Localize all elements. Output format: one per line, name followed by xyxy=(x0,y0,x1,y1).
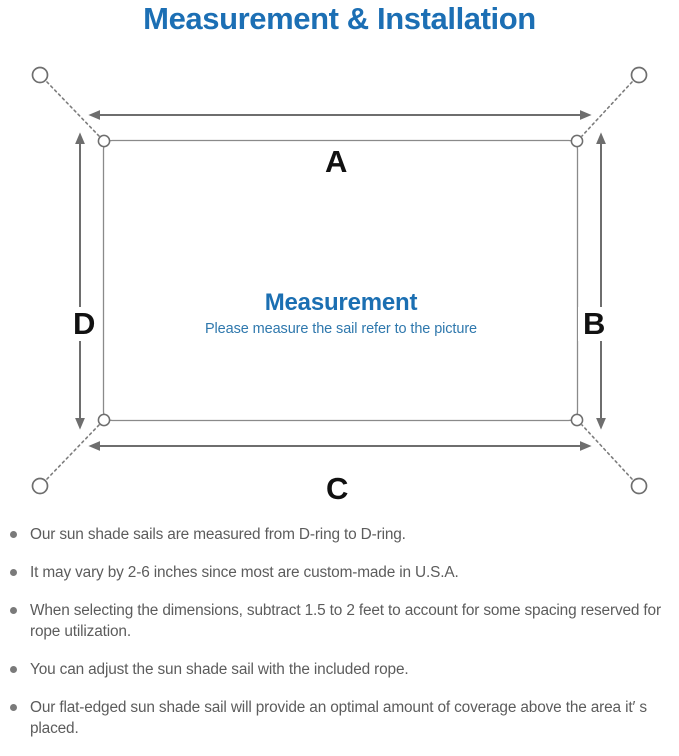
diagram-svg xyxy=(31,66,648,495)
bullet-icon xyxy=(10,569,17,576)
d-ring-bottom-left xyxy=(97,413,111,427)
rope-line-bottom-right xyxy=(581,424,633,480)
dimension-label-b: B xyxy=(578,307,611,341)
bullet-icon xyxy=(10,531,17,538)
dimension-label-c: C xyxy=(321,472,354,506)
bullet-icon xyxy=(10,704,17,711)
rope-line-top-right xyxy=(581,81,633,137)
list-item: When selecting the dimensions, subtract … xyxy=(0,600,679,642)
rope-lines xyxy=(46,81,633,480)
anchor-point-bottom-left xyxy=(31,477,49,495)
list-item: It may vary by 2-6 inches since most are… xyxy=(0,562,679,583)
note-text: It may vary by 2-6 inches since most are… xyxy=(30,564,459,581)
rope-line-bottom-left xyxy=(46,424,100,480)
anchor-point-top-right xyxy=(630,66,648,84)
measurement-diagram: A B C D Measurement Please measure the s… xyxy=(0,48,679,518)
note-text: Our flat-edged sun shade sail will provi… xyxy=(30,699,647,737)
dimension-label-d: D xyxy=(68,307,101,341)
anchor-points xyxy=(31,66,648,495)
bullet-icon xyxy=(10,666,17,673)
anchor-point-bottom-right xyxy=(630,477,648,495)
note-text: Our sun shade sails are measured from D-… xyxy=(30,526,406,543)
list-item: Our sun shade sails are measured from D-… xyxy=(0,524,679,545)
page-title: Measurement & Installation xyxy=(143,1,536,36)
anchor-point-top-left xyxy=(31,66,49,84)
d-ring-bottom-right xyxy=(570,413,584,427)
note-text: You can adjust the sun shade sail with t… xyxy=(30,661,409,678)
note-text: When selecting the dimensions, subtract … xyxy=(30,602,661,640)
bullet-icon xyxy=(10,607,17,614)
d-ring-top-right xyxy=(570,134,584,148)
dimension-label-a: A xyxy=(320,145,353,179)
sail-rectangle xyxy=(102,139,579,422)
d-rings xyxy=(97,134,584,427)
notes-list: Our sun shade sails are measured from D-… xyxy=(0,524,679,756)
rope-line-top-left xyxy=(46,81,100,137)
list-item: You can adjust the sun shade sail with t… xyxy=(0,659,679,680)
list-item: Our flat-edged sun shade sail will provi… xyxy=(0,697,679,739)
d-ring-top-left xyxy=(97,134,111,148)
